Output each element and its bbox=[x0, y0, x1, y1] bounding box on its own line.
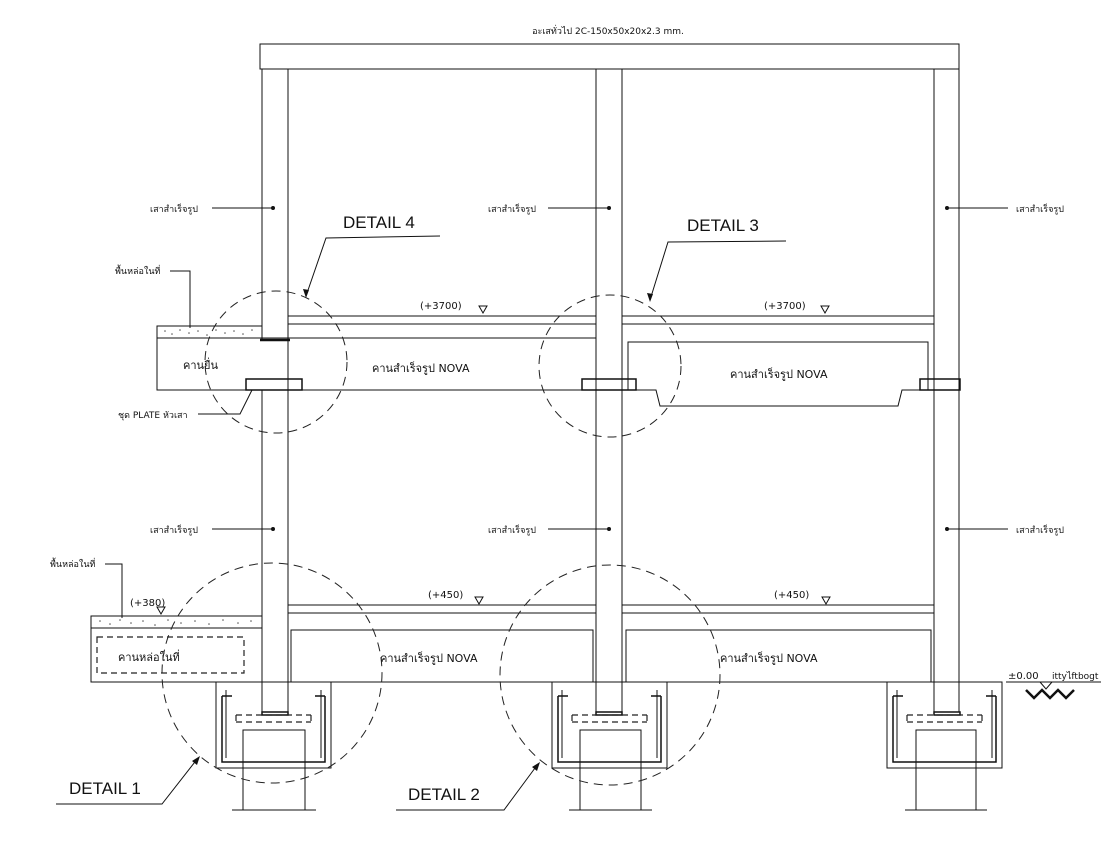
column-label-lower-left: เสาสำเร็จรูป bbox=[150, 523, 275, 536]
beam-seat-plate-right bbox=[919, 378, 961, 391]
column-label-upper-middle: เสาสำเร็จรูป bbox=[488, 202, 611, 215]
ground-note-text: ittyไftbogt bbox=[1052, 671, 1099, 682]
nova-beam-lower-right-label: คานสำเร็จรูป NOVA bbox=[720, 651, 818, 665]
ground-level-text: ±0.00 bbox=[1008, 671, 1039, 682]
detail-1-callout: DETAIL 1 bbox=[56, 756, 200, 805]
plate-label-text: ชุด PLATE หัวเสา bbox=[118, 411, 188, 421]
column-left bbox=[260, 69, 290, 712]
detail-4-label: DETAIL 4 bbox=[343, 213, 415, 232]
detail-3-label: DETAIL 3 bbox=[687, 216, 759, 235]
column-label-text: เสาสำเร็จรูป bbox=[150, 523, 198, 536]
cantilever-beam-label: คานยื่น bbox=[183, 357, 219, 372]
nova-beam-lower-left bbox=[290, 629, 594, 683]
detail-2-callout: DETAIL 2 bbox=[396, 762, 540, 811]
detail-4-callout: DETAIL 4 bbox=[303, 213, 441, 298]
cast-beam-lower-label: คานหล่อในที่ bbox=[118, 649, 180, 664]
beam-seat-plate-middle bbox=[581, 378, 637, 391]
slab-label-text: พื้นหล่อในที่ bbox=[50, 557, 95, 570]
level-slab-lower: (+380) bbox=[130, 598, 165, 609]
detail-3-circle bbox=[538, 294, 682, 438]
level-lower-right: (+450) bbox=[774, 590, 809, 601]
footing-middle bbox=[551, 681, 668, 811]
detail-1-circle bbox=[161, 562, 383, 784]
column-label-text: เสาสำเร็จรูป bbox=[488, 523, 536, 536]
nova-beam-upper-right-label: คานสำเร็จรูป NOVA bbox=[730, 367, 828, 381]
ground-level-marker: ±0.00 ittyไftbogt bbox=[1006, 671, 1101, 700]
nova-beam-upper-left-label: คานสำเร็จรูป NOVA bbox=[372, 361, 470, 375]
column-label-text: เสาสำเร็จรูป bbox=[150, 202, 198, 215]
slab-label-text: พื้นหล่อในที่ bbox=[115, 264, 160, 277]
column-label-lower-right: เสาสำเร็จรูป bbox=[945, 523, 1064, 536]
cast-beam-lower bbox=[90, 627, 263, 683]
plate-label: ชุด PLATE หัวเสา bbox=[118, 389, 253, 421]
drawing-title: อะเสทั่วไป 2C-150x50x20x2.3 mm. bbox=[532, 24, 684, 37]
lower-floor-slab bbox=[288, 604, 934, 614]
cantilever-beam bbox=[156, 337, 289, 391]
slab-label-lower: พื้นหล่อในที่ bbox=[50, 557, 123, 618]
nova-beam-lower-left-label: คานสำเร็จรูป NOVA bbox=[380, 651, 478, 665]
column-label-upper-right: เสาสำเร็จรูป bbox=[945, 202, 1064, 215]
column-head-plate bbox=[245, 378, 303, 391]
detail-4-circle bbox=[204, 290, 348, 434]
detail-1-label: DETAIL 1 bbox=[69, 779, 141, 798]
column-label-text: เสาสำเร็จรูป bbox=[488, 202, 536, 215]
detail-2-circle bbox=[499, 564, 721, 786]
column-label-upper-left: เสาสำเร็จรูป bbox=[150, 202, 275, 215]
detail-2-label: DETAIL 2 bbox=[408, 785, 480, 804]
column-label-lower-middle: เสาสำเร็จรูป bbox=[488, 523, 611, 536]
level-upper-left: (+3700) bbox=[420, 301, 462, 312]
slab-label-upper: พื้นหล่อในที่ bbox=[115, 264, 191, 328]
column-label-text: เสาสำเร็จรูป bbox=[1016, 523, 1064, 536]
upper-floor-slab bbox=[288, 315, 934, 325]
footing-left bbox=[215, 681, 332, 811]
footing-right bbox=[886, 681, 1003, 811]
nova-beam-upper-left bbox=[287, 337, 597, 391]
nova-beam-lower-right bbox=[625, 629, 932, 683]
level-upper-right: (+3700) bbox=[764, 301, 806, 312]
cast-slab-lower bbox=[90, 615, 263, 629]
nova-beam-upper-right bbox=[627, 341, 929, 407]
column-label-text: เสาสำเร็จรูป bbox=[1016, 202, 1064, 215]
level-lower-left: (+450) bbox=[428, 590, 463, 601]
top-rafter-beam bbox=[259, 43, 960, 70]
detail-3-callout: DETAIL 3 bbox=[647, 216, 787, 302]
